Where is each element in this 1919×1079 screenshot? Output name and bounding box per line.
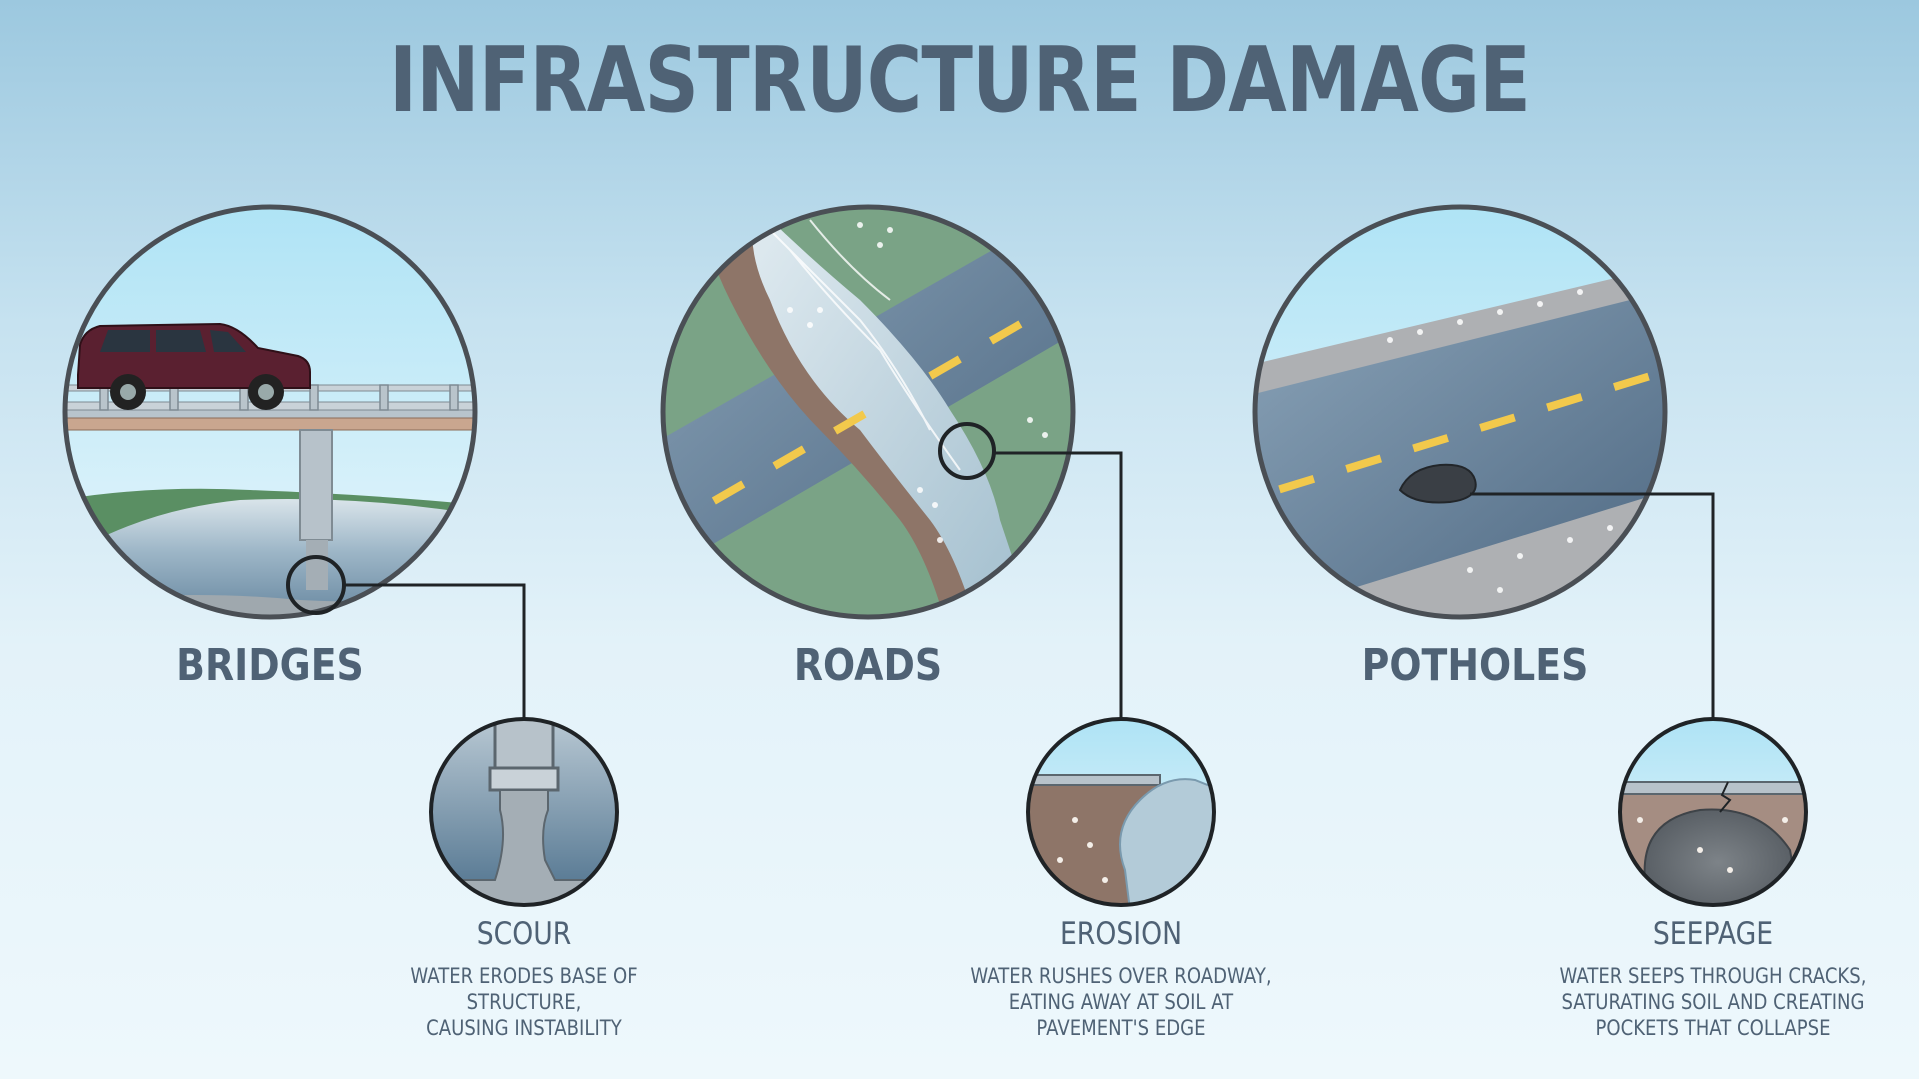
- page-title: INFRASTRUCTURE DAMAGE: [388, 28, 1531, 133]
- detail-desc-line: EATING AWAY AT SOIL AT: [1008, 990, 1234, 1014]
- category-label-potholes: POTHOLES: [1361, 640, 1589, 691]
- pothole-scene: [1255, 207, 1665, 617]
- category-label-bridges: BRIDGES: [176, 640, 364, 691]
- scour-detail: [431, 719, 617, 905]
- detail-title-seepage: SEEPAGE: [1652, 916, 1774, 952]
- detail-desc-line: SATURATING SOIL AND CREATING: [1561, 990, 1865, 1014]
- bridge-scene: [65, 207, 475, 617]
- detail-desc-line: WATER SEEPS THROUGH CRACKS,: [1559, 964, 1867, 988]
- detail-title-erosion: EROSION: [1059, 916, 1183, 952]
- detail-desc-seepage: WATER SEEPS THROUGH CRACKS, SATURATING S…: [1541, 963, 1885, 1041]
- detail-desc-line: WATER ERODES BASE OF STRUCTURE,: [410, 964, 638, 1014]
- detail-desc-line: CAUSING INSTABILITY: [426, 1016, 622, 1040]
- road-crossing-scene: [663, 207, 1073, 617]
- detail-desc-line: PAVEMENT'S EDGE: [1036, 1016, 1206, 1040]
- category-label-roads: ROADS: [793, 640, 943, 691]
- detail-desc-line: POCKETS THAT COLLAPSE: [1595, 1016, 1831, 1040]
- vehicle-icon: [77, 322, 311, 410]
- detail-title-scour: SCOUR: [476, 916, 572, 952]
- detail-desc-scour: WATER ERODES BASE OF STRUCTURE, CAUSING …: [352, 963, 696, 1041]
- detail-desc-erosion: WATER RUSHES OVER ROADWAY, EATING AWAY A…: [949, 963, 1293, 1041]
- detail-desc-line: WATER RUSHES OVER ROADWAY,: [970, 964, 1272, 988]
